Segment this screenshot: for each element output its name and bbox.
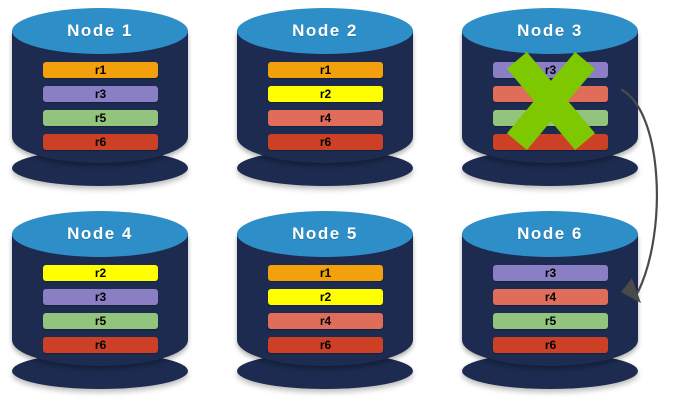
replica-list: r3 [493,62,608,150]
replica-row[interactable]: r5 [43,313,158,329]
node-6[interactable]: Node 6 r3 r4 r5 r6 [450,203,650,389]
node-label: Node 4 [67,224,133,243]
replica-row[interactable]: r5 [493,313,608,329]
replica-row[interactable]: r6 [268,337,383,353]
replica-row[interactable]: r4 [268,313,383,329]
replica-list: r1 r2 r4 r6 [268,62,383,150]
replica-row[interactable]: r5 [43,110,158,126]
replica-row[interactable]: r1 [268,265,383,281]
replica-list: r1 r3 r5 r6 [43,62,158,150]
node-5[interactable]: Node 5 r1 r2 r4 r6 [225,203,425,389]
replica-row[interactable]: r2 [43,265,158,281]
replica-row[interactable]: r3 [43,86,158,102]
replica-row[interactable] [493,110,608,126]
replica-row[interactable]: r1 [268,62,383,78]
replica-row[interactable]: r4 [493,289,608,305]
replica-list: r2 r3 r5 r6 [43,265,158,353]
node-1[interactable]: Node 1 r1 r3 r5 r6 [0,0,200,186]
replica-row[interactable]: r2 [268,289,383,305]
replica-row[interactable]: r6 [268,134,383,150]
node-label: Node 3 [517,21,583,40]
node-label: Node 2 [292,21,358,40]
cylinder-top: Node 3 [462,8,638,54]
replica-row[interactable]: r4 [268,110,383,126]
node-label: Node 5 [292,224,358,243]
cylinder-top: Node 1 [12,8,188,54]
replica-row[interactable]: r3 [493,265,608,281]
replica-list: r3 r4 r5 r6 [493,265,608,353]
replica-row[interactable]: r3 [493,62,608,78]
node-4[interactable]: Node 4 r2 r3 r5 r6 [0,203,200,389]
cylinder-top: Node 4 [12,211,188,257]
node-2[interactable]: Node 2 r1 r2 r4 r6 [225,0,425,186]
replica-row[interactable]: r3 [43,289,158,305]
replica-list: r1 r2 r4 r6 [268,265,383,353]
cylinder-top: Node 5 [237,211,413,257]
node-label: Node 6 [517,224,583,243]
cylinder-top: Node 6 [462,211,638,257]
replica-row[interactable]: r6 [43,134,158,150]
node-3[interactable]: Node 3 r3 [450,0,650,186]
replica-row[interactable] [493,134,608,150]
replica-row[interactable] [493,86,608,102]
cylinder-top: Node 2 [237,8,413,54]
replica-row[interactable]: r6 [43,337,158,353]
node-label: Node 1 [67,21,133,40]
replica-row[interactable]: r6 [493,337,608,353]
replica-row[interactable]: r1 [43,62,158,78]
replica-row[interactable]: r2 [268,86,383,102]
